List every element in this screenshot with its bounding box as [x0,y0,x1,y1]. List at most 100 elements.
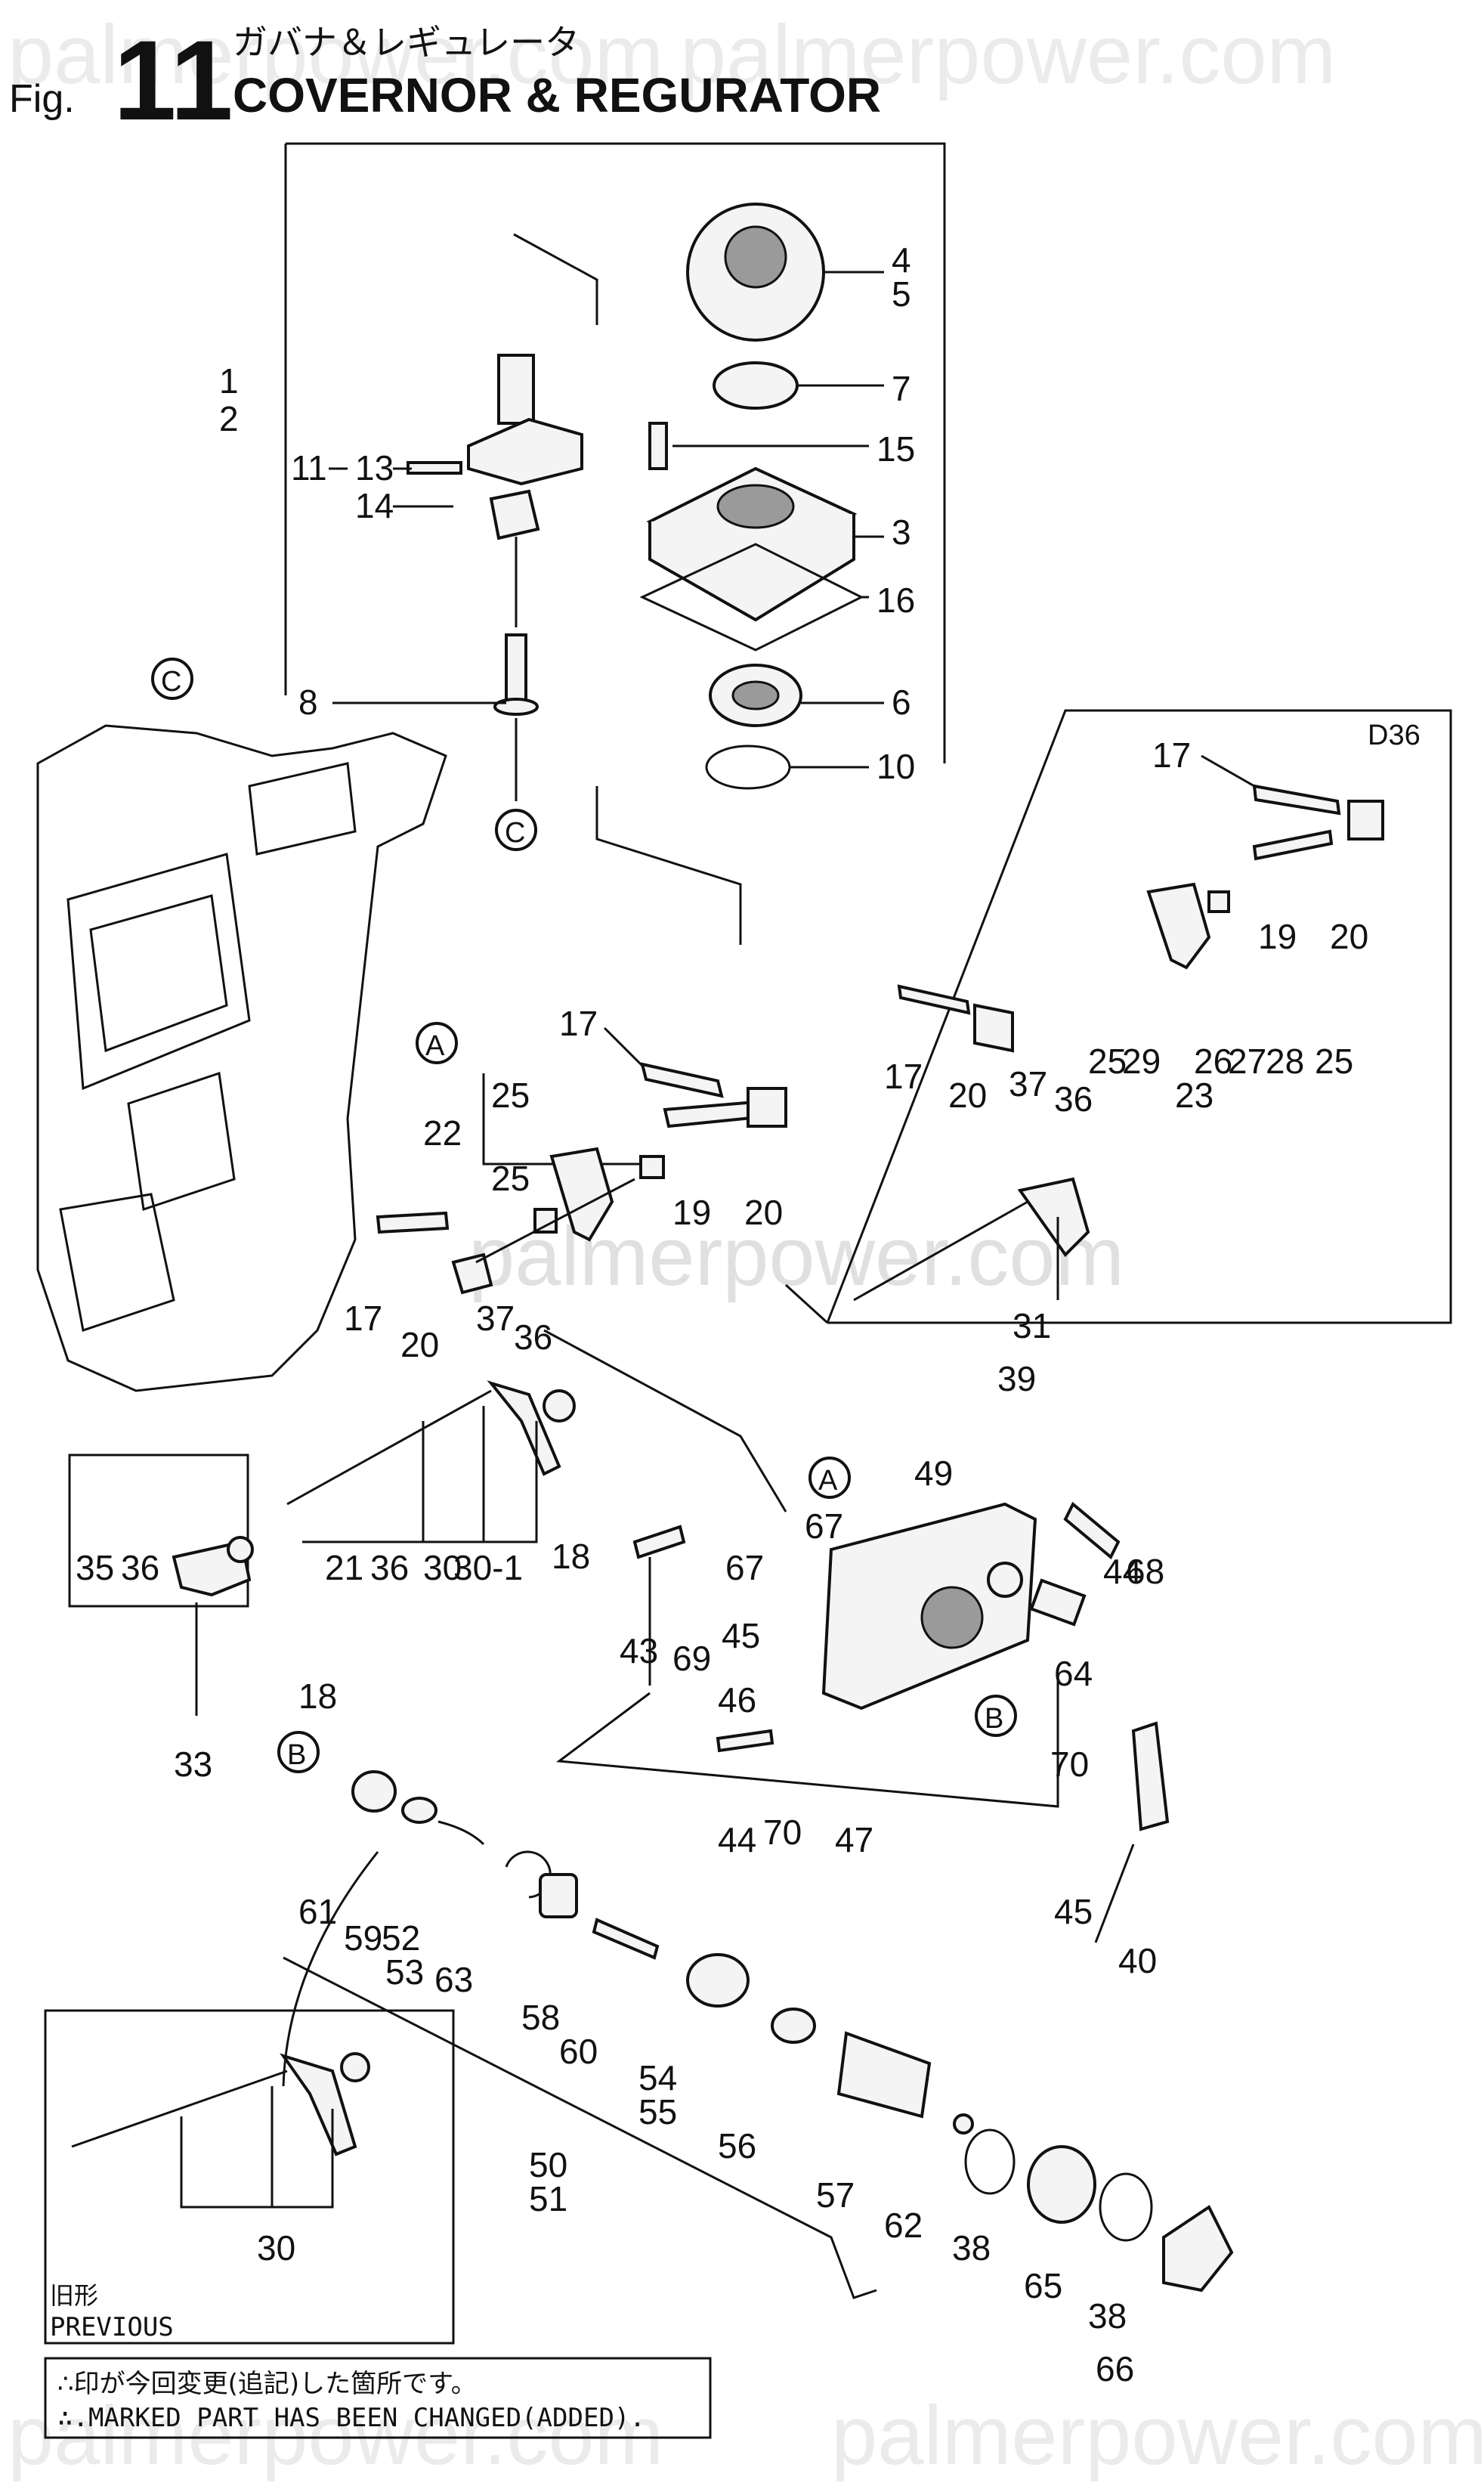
part-label: 29 [1122,1042,1161,1081]
part-label: 20 [744,1193,783,1232]
piece-62 [953,2113,974,2135]
reference-circles: C C A A B B [151,658,1017,1773]
part-label: 14 [355,486,394,525]
lever-part [549,1147,614,1242]
governor-group [284,142,946,945]
ref-circle-c-top [151,658,193,700]
part-label: 59 [344,1918,382,1958]
part-number-labels: 1 2 3 4 5 6 7 8 10 11 13 14 15 16 17 17 … [76,240,1368,2388]
piece-61 [351,1770,397,1813]
title-english: COVERNOR & REGURATOR [233,68,881,122]
shaft-guide-line [513,233,598,325]
part-label: 17 [559,1004,598,1043]
part-label: 45 [1054,1892,1093,1931]
block-lower-port [59,1193,175,1332]
bolt-17-part [640,1062,724,1098]
part-label: 37 [476,1299,515,1338]
pin-part [407,461,462,475]
watermark-bottom-right: palmerpower.com [831,2389,1484,2482]
shaft-collar [493,698,539,716]
footer-note: ∴印が今回変更(追記)した箇所です。 ∴.MARKED PART HAS BEE… [44,2357,712,2439]
title-japanese: ガバナ＆レギュレータ [233,22,580,63]
footer-note-jp: ∴印が今回変更(追記)した箇所です。 [57,2369,477,2399]
linkage-group [286,1062,787,1543]
previous-bracket [180,2109,334,2209]
ref-label-c-shaft: C [505,817,525,849]
sub-box-frame [68,1454,249,1608]
part-label: 68 [1126,1552,1164,1591]
fig-number: 11 [113,17,233,144]
part-label: 25 [1315,1042,1353,1081]
block-outline [36,724,447,1392]
piece-57 [836,2031,932,2119]
bolt-44-lower [716,1729,774,1753]
part-label: 65 [1024,2266,1062,2305]
block-mount-inner [89,894,228,1053]
part-label: 18 [552,1537,590,1576]
sub-box-33 [68,1454,254,1716]
housing-side [648,514,855,622]
leader [1201,754,1255,788]
part-label: 25 [491,1159,530,1198]
part-label: 8 [298,683,318,722]
previous-lever [280,2053,357,2156]
leader-40 [1094,1844,1135,1943]
part-label: 36 [514,1317,552,1357]
part-label: 2 [219,399,239,438]
block-top-port [248,762,357,856]
ref-circle-a-block [416,1022,458,1064]
plate-spring [920,1586,984,1649]
part-label: 38 [952,2228,991,2268]
piece-66 [1162,2205,1234,2293]
bolt-part [648,422,668,470]
inset-bolt-lower [897,984,971,1015]
part-label: 31 [1013,1306,1051,1345]
part-label: 10 [876,747,915,786]
part-label: 16 [876,580,915,620]
inset-end-block-lower [973,1003,1014,1053]
part-label: 11 [291,448,327,488]
part-label: 50 [529,2145,567,2184]
watermark-top-right: palmerpower.com [680,8,1336,101]
part-label: 36 [370,1548,409,1587]
inset-rod [853,1200,1028,1302]
shaft-part [505,633,527,704]
part-label: 1 [219,361,239,401]
inset-bolt [1252,784,1341,816]
piece-65 [1027,2145,1096,2224]
part-label: 56 [718,2126,756,2166]
part-label: 44 [718,1820,756,1859]
part-label: 36 [1054,1079,1093,1119]
rod-link [475,1178,635,1264]
part-label: 25 [491,1076,530,1115]
leader [329,467,453,508]
part-label: 13 [355,448,394,488]
part-label: 20 [948,1076,987,1115]
part-label: 51 [529,2179,567,2218]
watermark-layer: palmerpower.com palmerpower.com palmerpo… [8,8,1484,2482]
part-label: 52 [382,1918,420,1958]
part-label: 20 [1330,917,1368,956]
plate-boss [987,1562,1023,1598]
footer-frame [44,2357,712,2439]
part-label: 15 [876,429,915,469]
lever-30-hub [543,1389,576,1423]
part-label: 64 [1054,1654,1093,1693]
part-label: 57 [816,2175,855,2215]
part-label: 3 [892,512,911,552]
figure-header: Fig. 11 ガバナ＆レギュレータ COVERNOR & REGURATOR [9,17,881,144]
end-block-part [747,1087,787,1128]
ref-label-a-plate: A [818,1465,838,1497]
part-label: 17 [1152,735,1191,775]
part-label: 27 [1228,1042,1266,1081]
inset-d36 [784,709,1452,1324]
group-bracket-line [286,142,946,763]
plate-assembly [555,1501,1170,1943]
ref-circle-b-regulator [277,1731,320,1773]
part-label: 17 [344,1299,382,1338]
inset-end-block [1347,800,1384,841]
part-label: 53 [385,1952,424,1992]
part-label: 36 [121,1548,159,1587]
part-label: 46 [718,1680,756,1720]
collar-64 [1029,1578,1087,1627]
